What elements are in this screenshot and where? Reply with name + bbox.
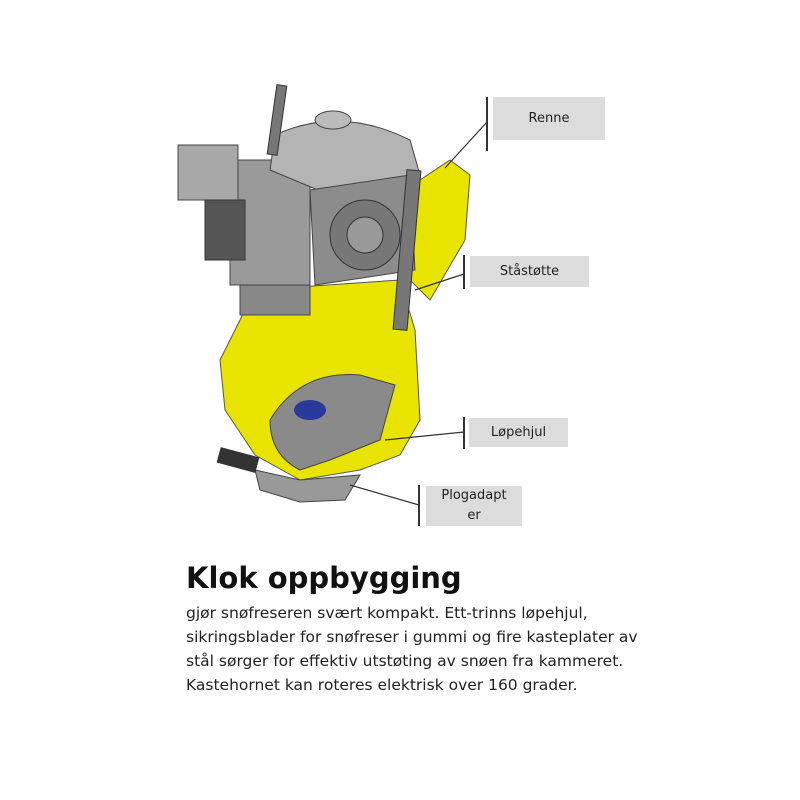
fuel-tank xyxy=(269,120,421,196)
leader-lines xyxy=(349,121,488,506)
handle-lever xyxy=(266,84,288,156)
plow-adapter xyxy=(254,469,361,503)
callout-bar xyxy=(463,255,465,289)
callout-bar xyxy=(486,97,488,151)
callout-lopehjul: Løpehjul xyxy=(469,418,568,447)
callout-bar xyxy=(463,417,465,449)
stand xyxy=(392,169,422,331)
callout-renne: Renne xyxy=(493,97,605,140)
section-heading: Klok oppbygging xyxy=(186,561,462,595)
impeller xyxy=(269,374,396,471)
callout-bar xyxy=(418,485,420,526)
engine-side xyxy=(177,144,239,201)
callout-plogadapter: Plogadapter xyxy=(426,486,522,526)
fuel-cap xyxy=(314,110,352,130)
description-text: gjør snøfreseren svært kompakt. Ett-trin… xyxy=(186,604,638,694)
skid xyxy=(216,447,260,473)
engine-block xyxy=(204,199,246,261)
impeller-hub xyxy=(294,400,326,420)
callout-staastotte: Ståstøtte xyxy=(470,256,589,287)
mount-bracket xyxy=(239,284,311,316)
snowblower-illustration xyxy=(177,84,488,506)
